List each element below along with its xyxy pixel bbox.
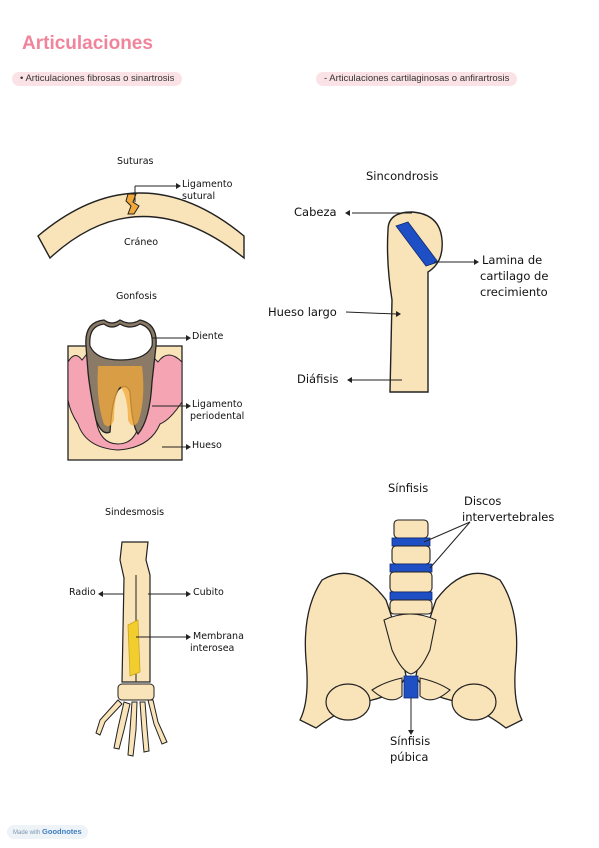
gonfosis-hueso-label: Hueso xyxy=(192,440,222,451)
sincondrosis-lamina-label-2: cartilago de xyxy=(480,269,549,283)
sincondrosis-title: Sincondrosis xyxy=(366,169,439,183)
suturas-ligamento-label-1: Ligamento xyxy=(182,179,233,190)
gonfosis-ligamento-label-2: periodental xyxy=(190,411,245,422)
suturas-craneo-label: Cráneo xyxy=(124,237,159,248)
section-fibrosas-label: • Articulaciones fibrosas o sinartrosis xyxy=(12,72,183,86)
sinfisis-title: Sínfisis xyxy=(388,481,429,495)
sincondrosis-lamina-label-3: crecimiento xyxy=(480,285,548,299)
sindesmosis-title: Sindesmosis xyxy=(105,507,165,518)
made-with-badge: Made with Goodnotes xyxy=(7,825,88,839)
gonfosis-diente-label: Diente xyxy=(192,331,224,342)
gonfosis-ligamento-label-1: Ligamento xyxy=(192,399,243,410)
sinfisis-discos-label-1: Discos xyxy=(464,494,502,508)
page-title: Articulaciones xyxy=(22,33,153,54)
sindesmosis-membrana-label-2: interosea xyxy=(190,643,235,654)
sinfisis-discos-label-2: intervertebrales xyxy=(462,510,555,524)
sinfisis-pubica-label-1: Sínfisis xyxy=(390,734,431,748)
gonfosis-title: Gonfosis xyxy=(116,291,157,302)
suturas-ligamento-label-2: sutural xyxy=(182,191,216,202)
sincondrosis-hueso-largo-label: Hueso largo xyxy=(268,305,337,319)
sinfisis-pubica-label-2: púbica xyxy=(390,750,429,764)
section-cartilaginosas-label: - Articulaciones cartilaginosas o anfira… xyxy=(316,72,518,86)
made-with-text: Made with xyxy=(13,830,41,836)
suturas-title: Suturas xyxy=(117,156,154,167)
sincondrosis-lamina-label-1: Lamina de xyxy=(482,253,543,267)
sindesmosis-membrana-label-1: Membrana xyxy=(193,631,244,642)
sindesmosis-cubito-label: Cubito xyxy=(193,587,224,598)
sindesmosis-radio-label: Radio xyxy=(69,587,96,598)
sincondrosis-diafisis-label: Diáfisis xyxy=(297,372,339,386)
goodnotes-brand: Goodnotes xyxy=(42,827,82,836)
sincondrosis-cabeza-label: Cabeza xyxy=(294,205,337,219)
